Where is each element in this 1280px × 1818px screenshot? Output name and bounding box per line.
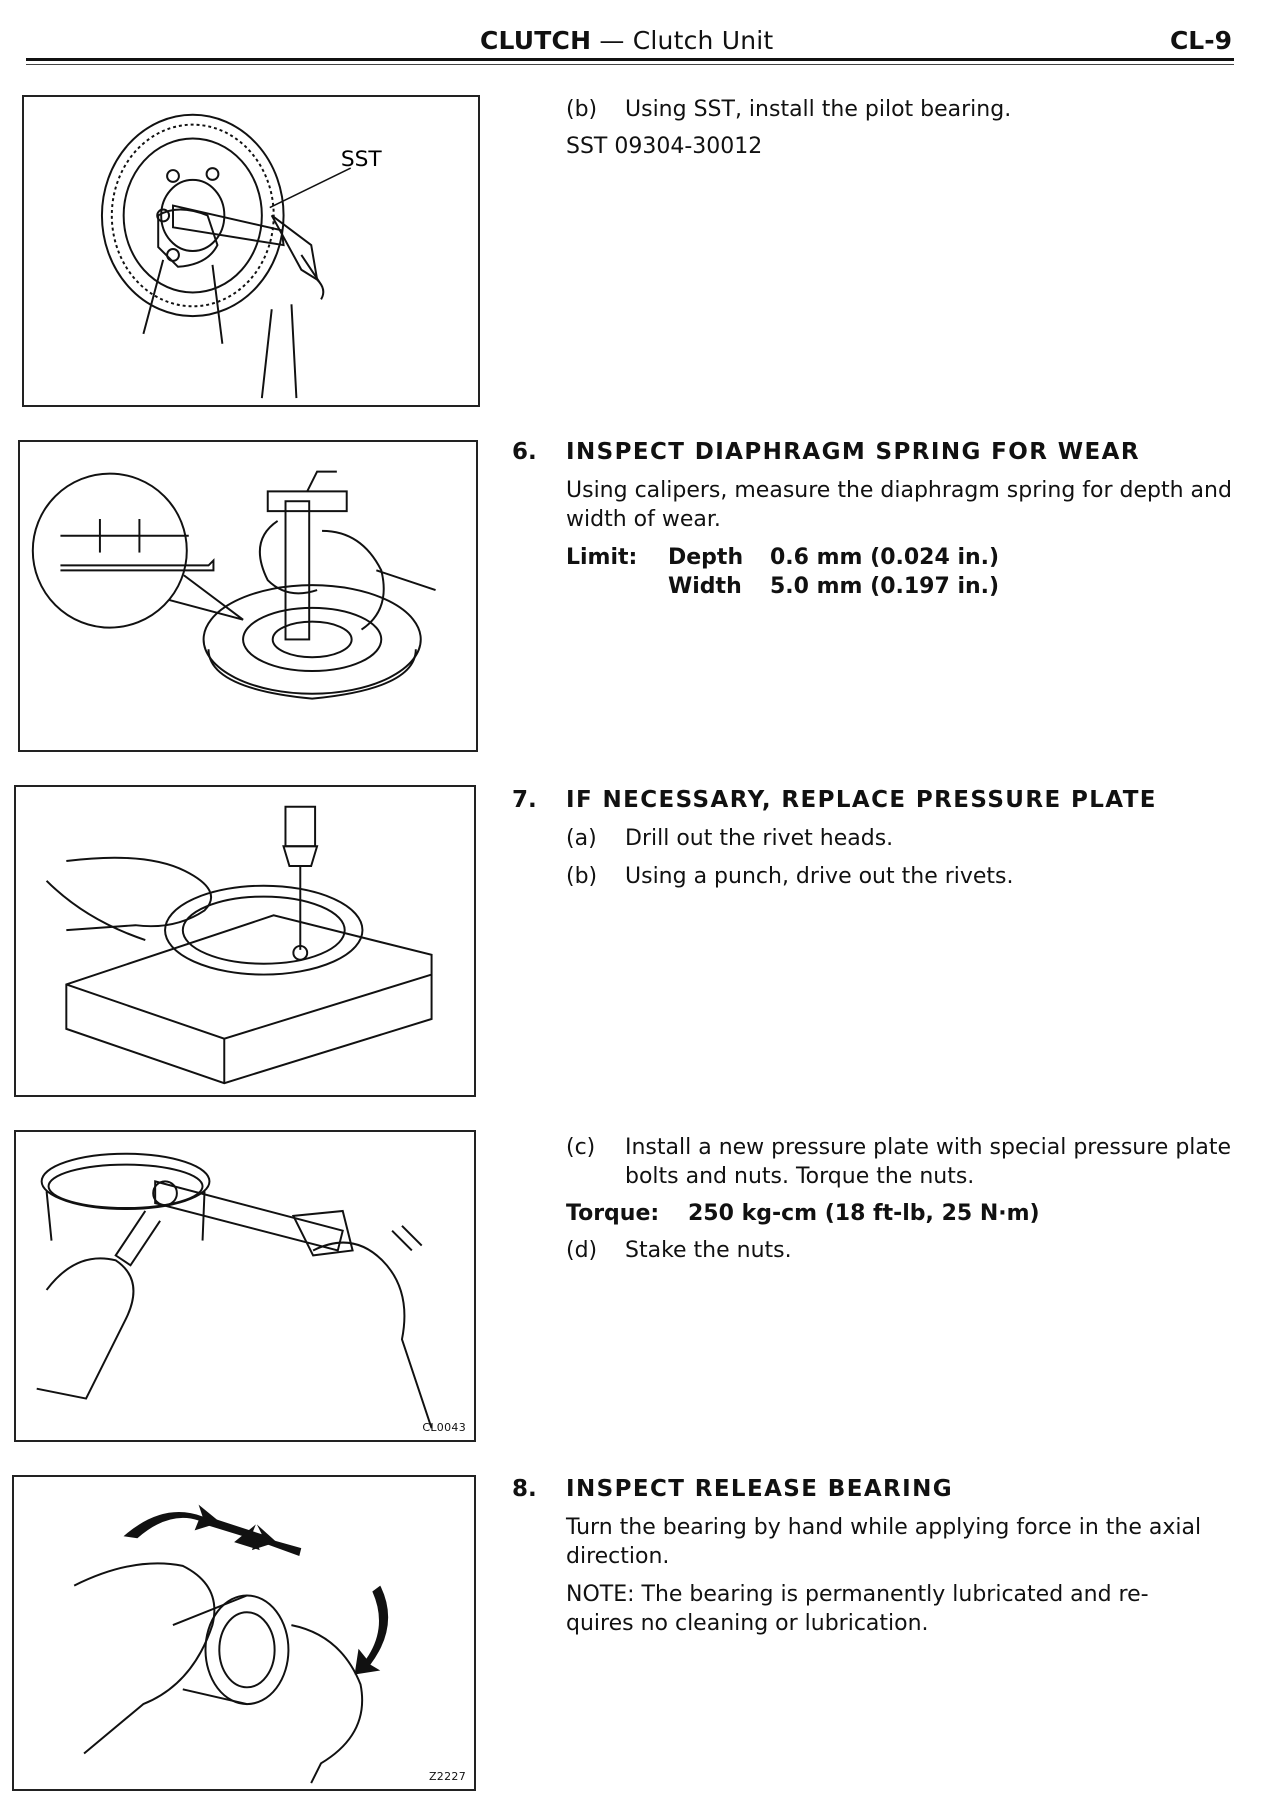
page-header-title: CLUTCH — Clutch Unit (480, 26, 773, 55)
step7-a-label: (a) (566, 826, 597, 851)
step8-heading: INSPECT RELEASE BEARING (566, 1476, 954, 1502)
step7-a-text: Drill out the rivet heads. (625, 826, 894, 851)
step7-d-label: (d) (566, 1238, 598, 1263)
step8-line1: Turn the bearing by hand while applying … (566, 1515, 1202, 1540)
torque-value: 250 kg-cm (18 ft-lb, 25 N·m) (688, 1201, 1040, 1226)
depth-label: Depth (668, 545, 744, 570)
step7-c-line2: bolts and nuts. Torque the nuts. (625, 1164, 975, 1189)
header-subsection: Clutch Unit (632, 26, 774, 55)
caliper-illustration (31, 470, 436, 700)
step7-b-label: (b) (566, 864, 598, 889)
width-label: Width (668, 574, 742, 599)
figure-diaphragm-spring-inspection (18, 440, 478, 752)
header-rule-thin (26, 64, 1234, 65)
step5-b-label: (b) (566, 97, 598, 122)
step6-line1: Using calipers, measure the diaphragm sp… (566, 478, 1232, 503)
depth-value: 0.6 mm (0.024 in.) (770, 545, 1000, 570)
step6-heading: INSPECT DIAPHRAGM SPRING FOR WEAR (566, 439, 1140, 465)
figure-code-cl0043: CL0043 (422, 1421, 466, 1434)
step7-heading: IF NECESSARY, REPLACE PRESSURE PLATE (566, 787, 1157, 813)
torque-label: Torque: (566, 1201, 660, 1226)
step7-b-text: Using a punch, drive out the rivets. (625, 864, 1014, 889)
step5-b-text: Using SST, install the pilot bearing. (625, 97, 1012, 122)
rotation-arrows (123, 1504, 389, 1675)
step8-line2: direction. (566, 1544, 670, 1569)
step5-sst-number: SST 09304-30012 (566, 134, 763, 159)
torque-wrench-illustration (36, 1152, 433, 1429)
step6-limit-label: Limit: (566, 543, 637, 572)
page-number: CL-9 (1169, 26, 1232, 55)
figure-release-bearing: Z2227 (12, 1475, 476, 1791)
step7-d-text: Stake the nuts. (625, 1238, 792, 1263)
step6-line2: width of wear. (566, 507, 721, 532)
flywheel-illustration: SST (100, 113, 383, 399)
header-dash: — (591, 26, 633, 55)
step8-note-line2: quires no cleaning or lubrication. (566, 1611, 929, 1636)
figure-pilot-bearing-install: SST (22, 95, 480, 407)
step6-number: 6. (512, 439, 537, 465)
step7-c-label: (c) (566, 1135, 596, 1160)
step7-number: 7. (512, 787, 537, 813)
limit-label: Limit: (566, 545, 638, 570)
figure-drill-rivets (14, 785, 476, 1097)
callout-leader-line (269, 167, 352, 209)
drill-illustration (45, 805, 433, 1085)
release-bearing-illustration (73, 1504, 389, 1784)
step7-c-line1: Install a new pressure plate with specia… (625, 1135, 1232, 1160)
step8-number: 8. (512, 1476, 537, 1502)
sst-callout-label: SST (341, 147, 383, 172)
header-rule (26, 58, 1234, 61)
width-value: 5.0 mm (0.197 in.) (770, 574, 1000, 599)
figure-torque-nuts: CL0043 (14, 1130, 476, 1442)
figure-code-z2227: Z2227 (428, 1770, 466, 1783)
step8-note-line1: NOTE: The bearing is permanently lubrica… (566, 1582, 1149, 1607)
header-section: CLUTCH (480, 26, 592, 55)
